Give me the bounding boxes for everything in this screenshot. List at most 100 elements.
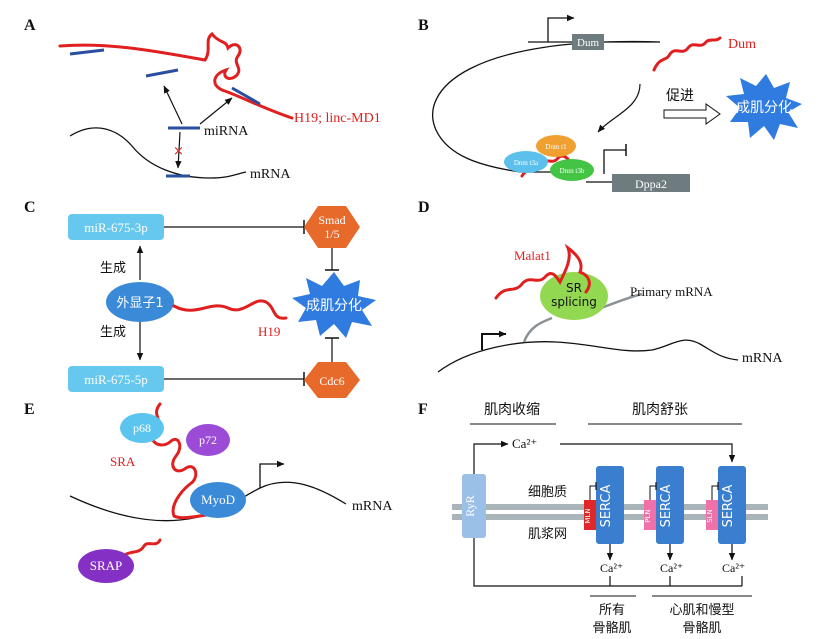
serca-2 — [656, 466, 684, 544]
sln-label: SLN — [706, 509, 714, 523]
pln-inhibit — [649, 485, 656, 500]
p68-label: p68 — [133, 421, 151, 435]
contract-label: 肌肉收缩 — [484, 402, 540, 418]
block-mark: × — [173, 144, 184, 159]
mrna-a — [69, 127, 247, 179]
mir-675-5p-box — [68, 366, 164, 392]
smad-label-1: Smad — [318, 213, 345, 227]
arrow-a-1 — [163, 85, 183, 125]
dum-promoter — [547, 14, 575, 42]
chromatin-loop — [432, 40, 661, 173]
mir-675-3p-box — [68, 214, 164, 240]
gen-bottom-label: 生成 — [100, 325, 126, 340]
promoter-d — [481, 330, 507, 350]
p68 — [120, 413, 164, 443]
dum-rna-label: Dum — [728, 37, 756, 52]
mrna-d — [437, 339, 739, 373]
panel-e: E mRNA p68 p72 MyoD SRA SRAP — [24, 401, 393, 583]
relax-label: 肌肉舒张 — [632, 402, 688, 418]
promote-label: 促进 — [666, 88, 694, 104]
ca-flow-serca — [560, 443, 736, 463]
panel-a: A × miRNA mRNA H19; linc-MD1 — [24, 17, 381, 182]
serca-3-label: SERCA — [721, 484, 736, 527]
mrna-label-d: mRNA — [742, 351, 783, 366]
mirna-label: miRNA — [204, 124, 249, 139]
panel-c: C miR-675-3p miR-675-5p 外显子1 生成 生成 H19 S… — [24, 199, 376, 398]
srap — [78, 549, 134, 583]
promoter-e — [259, 460, 285, 488]
panel-a-letter: A — [24, 17, 36, 34]
outcome-label-b: 成肌分化 — [736, 100, 792, 116]
dppa2-label: Dppa2 — [635, 177, 667, 191]
dnmt3b — [550, 159, 594, 181]
mln-label: MLN — [584, 508, 592, 523]
smad-label-2: 1/5 — [324, 227, 339, 241]
mirna-bound-1 — [69, 48, 105, 56]
primary-label: Primary mRNA — [630, 284, 713, 299]
malat1-label: Malat1 — [514, 248, 551, 263]
dppa2-promoter — [603, 149, 626, 174]
dnmt3a — [504, 151, 548, 173]
dum-gene — [572, 34, 604, 50]
panel-f-letter: F — [418, 401, 428, 418]
panel-d-letter: D — [418, 199, 430, 216]
cdc6-label: Cdc6 — [319, 374, 344, 388]
malat1-rna — [494, 243, 591, 300]
myod-label: MyoD — [201, 492, 235, 507]
outcome-label-c: 成肌分化 — [306, 298, 362, 314]
h19-label: H19 — [258, 324, 280, 339]
dnmt1-label: Dnm t1 — [545, 143, 567, 151]
cytoplasm-label: 细胞质 — [528, 485, 567, 500]
myod — [190, 482, 246, 518]
dnmt3b-label: Dnm t3b — [560, 167, 585, 175]
mir-675-5p-label: miR-675-5p — [84, 372, 148, 387]
dum-rna — [652, 36, 722, 72]
mir-675-3p-label: miR-675-3p — [84, 220, 148, 235]
panel-b-letter: B — [418, 17, 429, 34]
p72-label: p72 — [199, 433, 217, 447]
arrow-a-3 — [175, 131, 182, 169]
serca-2-label: SERCA — [659, 484, 674, 527]
serca-1-label: SERCA — [599, 484, 614, 527]
promote-arrow — [663, 103, 721, 125]
gen-top-label: 生成 — [100, 261, 126, 276]
dppa2-gene — [612, 174, 690, 192]
cardiac-label-1: 心肌和慢型 — [669, 602, 734, 618]
ca-top-label: Ca²⁺ — [512, 436, 537, 451]
srap-label: SRAP — [90, 558, 123, 573]
pln — [644, 500, 656, 530]
srap-rna — [118, 538, 162, 562]
arrow-b-curve — [597, 83, 641, 133]
dum-gene-label: Dum — [577, 37, 599, 49]
sln — [706, 500, 718, 530]
ca-low-3: Ca²⁺ — [722, 561, 745, 575]
mrna-label-a: mRNA — [250, 167, 291, 182]
p72 — [186, 424, 230, 456]
lncrna-strand — [58, 31, 294, 120]
exon1 — [106, 282, 174, 322]
outcome-burst-b — [726, 74, 802, 140]
all-muscle-label-2: 骨骼肌 — [592, 620, 631, 636]
mln — [584, 500, 596, 530]
sln-inhibit — [711, 485, 718, 500]
cardiac-label-2: 骨骼肌 — [682, 620, 721, 636]
mln-inhibit — [589, 485, 596, 500]
mirna-bound-2 — [145, 68, 179, 78]
pln-label: PLN — [644, 509, 652, 522]
panel-b: B Dum Dum 促进 成肌分化 Dnm t1 Dnm t3a Dnm t3b… — [418, 14, 802, 192]
ca-low-2: Ca²⁺ — [660, 561, 683, 575]
outcome-burst-c — [292, 272, 376, 338]
sr-splicing — [540, 272, 608, 320]
panel-e-letter: E — [24, 401, 35, 418]
ca-return — [473, 538, 742, 587]
dnmt1 — [536, 135, 576, 157]
ca-flow-top — [473, 440, 509, 474]
all-muscle-label-1: 所有 — [599, 603, 625, 618]
h19-rna — [172, 299, 288, 320]
dnmt3a-label: Dnm t3a — [514, 159, 539, 167]
sr-label-1: SR — [566, 281, 582, 295]
mrna-label-e: mRNA — [352, 499, 393, 514]
panel-f: F 肌肉收缩 肌肉舒张 Ca²⁺ 细胞质 肌浆网 RyR SERCA MLN C… — [418, 401, 768, 636]
